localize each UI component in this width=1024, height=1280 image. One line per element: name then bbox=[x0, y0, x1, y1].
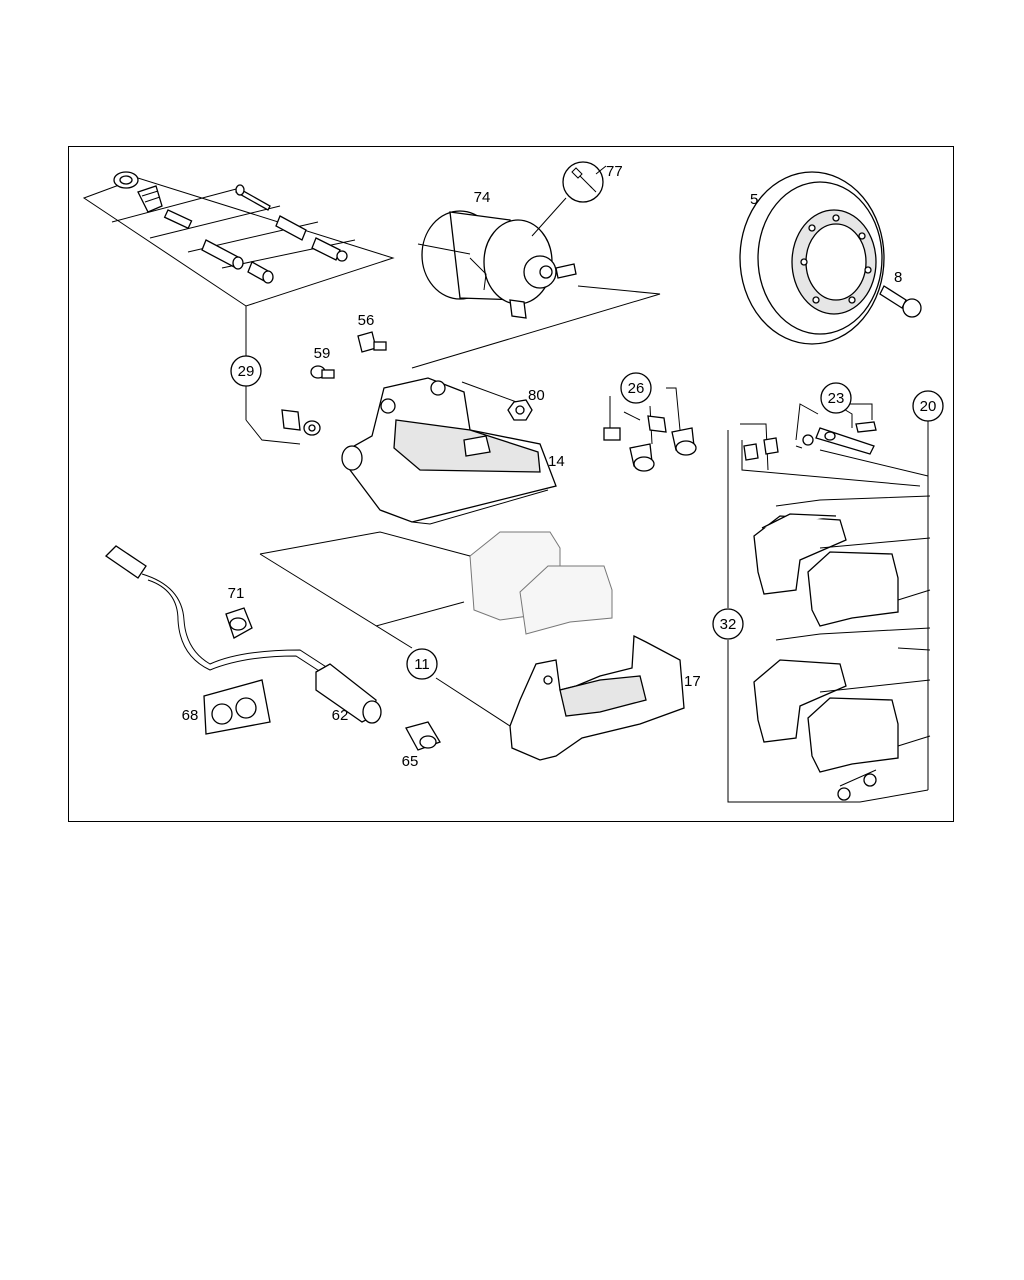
callout-label-14: 14 bbox=[548, 453, 565, 470]
sleeve-long bbox=[201, 239, 244, 270]
dust-boot bbox=[137, 185, 163, 213]
part-32-pad-set[interactable]: 32 bbox=[712, 423, 931, 803]
part-56-bolt[interactable]: 56 bbox=[357, 312, 387, 353]
callout-label-20: 20 bbox=[920, 398, 937, 415]
part-20-pad-kit[interactable]: 20 bbox=[912, 390, 944, 790]
part-62-wear-sensor[interactable]: 62 bbox=[104, 545, 382, 724]
callout-label-5: 5 bbox=[750, 191, 758, 208]
part-11-brake-pads[interactable]: 11 bbox=[259, 531, 613, 727]
pad-lower-left bbox=[753, 659, 847, 743]
callout-label-62: 62 bbox=[332, 707, 349, 724]
part-68-bracket[interactable]: 68 bbox=[182, 679, 271, 735]
part-65-connector[interactable]: 65 bbox=[402, 721, 441, 770]
pad-pins bbox=[837, 769, 877, 801]
bolt-small bbox=[163, 209, 193, 230]
part-71-clip[interactable]: 71 bbox=[225, 585, 253, 639]
callout-label-56: 56 bbox=[358, 312, 375, 329]
sleeve-short bbox=[247, 261, 274, 284]
clamp-ring bbox=[113, 171, 139, 189]
callout-label-26: 26 bbox=[628, 380, 645, 397]
part-8-disc-bolt[interactable]: 8 bbox=[879, 269, 922, 318]
callout-label-8: 8 bbox=[894, 269, 902, 286]
callout-circle-26 bbox=[620, 372, 652, 404]
callout-circle-32 bbox=[712, 608, 744, 640]
callout-label-29: 29 bbox=[238, 363, 255, 380]
part-23-retainer-kit[interactable]: 23 bbox=[795, 382, 929, 477]
callout-label-68: 68 bbox=[182, 707, 199, 724]
part-14-caliper-housing[interactable]: 14 bbox=[341, 377, 565, 525]
callout-circle-23 bbox=[820, 382, 852, 414]
sleeve-upper bbox=[275, 215, 348, 262]
part-5-brake-disc[interactable]: 5 bbox=[739, 171, 885, 345]
part-29-guide-pins[interactable]: 29 bbox=[82, 171, 395, 445]
callout-label-11: 11 bbox=[414, 656, 430, 673]
callout-label-77: 77 bbox=[606, 163, 623, 180]
callout-label-80: 80 bbox=[528, 387, 545, 404]
part-77-service-tool[interactable]: 77 bbox=[531, 161, 623, 237]
guide-bolt-long bbox=[235, 184, 271, 211]
callout-circle-11 bbox=[406, 648, 438, 680]
pad-upper-left bbox=[753, 513, 847, 595]
callout-label-32: 32 bbox=[720, 616, 737, 633]
callout-label-23: 23 bbox=[828, 390, 845, 407]
callout-label-71: 71 bbox=[228, 585, 245, 602]
callout-label-65: 65 bbox=[402, 753, 419, 770]
part-17-pad-carrier[interactable]: 17 bbox=[509, 634, 701, 761]
callout-label-74: 74 bbox=[474, 189, 491, 206]
pad-upper-right bbox=[807, 551, 899, 627]
part-80-nut[interactable]: 80 bbox=[461, 381, 545, 421]
callout-label-17: 17 bbox=[684, 673, 701, 690]
wrench-icon bbox=[571, 167, 597, 193]
part-26-bolts[interactable]: 26 bbox=[603, 372, 697, 472]
pad-lower-right bbox=[807, 697, 899, 773]
bushing-set bbox=[281, 409, 321, 436]
part-74-brake-chamber[interactable]: 74 bbox=[411, 189, 661, 369]
callout-circle-29 bbox=[230, 355, 262, 387]
callout-label-59: 59 bbox=[314, 345, 331, 362]
diagram-frame bbox=[68, 146, 954, 822]
part-59-bolt[interactable]: 59 bbox=[310, 345, 335, 379]
